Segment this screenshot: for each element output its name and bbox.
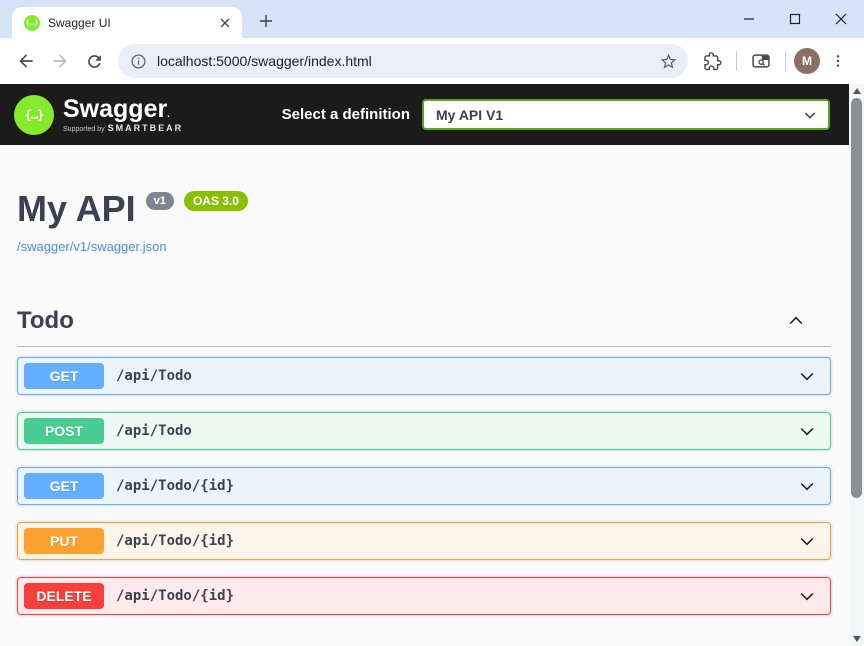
definition-selector: Select a definition My API V1 [282,99,830,130]
window-close-button[interactable] [818,0,864,38]
section-title: Todo [17,307,74,334]
method-badge: PUT [24,528,104,554]
opblock-put-todo-id[interactable]: PUT /api/Todo/{id} [17,522,831,560]
tagline-prefix: Supported by [63,125,105,133]
oas-badge: OAS 3.0 [183,191,248,211]
site-info-icon[interactable] [130,53,147,70]
scrollbar-thumb[interactable] [851,98,862,498]
browser-tab-strip: {…} Swagger UI [0,0,864,38]
browser-toolbar: localhost:5000/swagger/index.html M [0,38,864,84]
address-bar[interactable]: localhost:5000/swagger/index.html [118,44,688,78]
opblock-get-todo-id[interactable]: GET /api/Todo/{id} [17,467,831,505]
menu-kebab-icon[interactable] [822,45,854,77]
todo-section-header[interactable]: Todo [17,307,831,335]
tab-search-icon[interactable] [745,45,777,77]
opblock-delete-todo-id[interactable]: DELETE /api/Todo/{id} [17,577,831,615]
select-definition-label: Select a definition [281,106,410,123]
bookmark-star-icon[interactable] [656,49,680,73]
scroll-down-arrow-icon[interactable] [852,636,861,642]
opblock-get-todo[interactable]: GET /api/Todo [17,357,831,395]
profile-avatar[interactable]: M [794,48,820,74]
swagger-logo-icon: {…} [14,94,54,135]
toolbar-separator [736,51,737,71]
reload-icon[interactable] [78,45,110,77]
new-tab-button[interactable] [252,7,280,35]
page-scrollbar[interactable] [849,84,864,646]
trademark-dot: . [167,108,170,119]
toolbar-separator [785,51,786,71]
back-icon[interactable] [10,45,42,77]
method-badge: POST [24,418,104,444]
opblock-post-todo[interactable]: POST /api/Todo [17,412,831,450]
tagline-brand: SMARTBEAR [107,122,184,133]
operations-list: GET /api/Todo POST /api/Todo GET /api/To… [17,357,831,615]
version-badge: v1 [145,192,174,210]
chevron-down-icon[interactable] [797,586,817,606]
endpoint-path: /api/Todo [116,368,192,384]
brand-text: Swagger [63,94,168,123]
method-badge: GET [24,473,104,499]
scroll-up-arrow-icon[interactable] [852,88,861,94]
selected-definition: My API V1 [436,106,504,123]
endpoint-path: /api/Todo/{id} [116,478,235,494]
swagger-content: My API v1 OAS 3.0 /swagger/v1/swagger.js… [0,145,849,615]
tab-title: Swagger UI [48,15,111,30]
chevron-up-icon[interactable] [786,311,831,331]
minimize-button[interactable] [726,0,772,38]
api-title-row: My API v1 OAS 3.0 [17,188,831,230]
endpoint-path: /api/Todo/{id} [116,533,235,549]
window-controls [726,0,864,38]
chevron-down-icon[interactable] [797,476,817,496]
browser-tab[interactable]: {…} Swagger UI [12,7,242,38]
chevron-down-icon [804,111,816,119]
tab-close-icon[interactable] [216,14,234,32]
forward-icon[interactable] [44,45,76,77]
page-title: My API [17,188,136,229]
url-text[interactable]: localhost:5000/swagger/index.html [157,53,372,69]
method-badge: DELETE [24,583,104,609]
chevron-down-icon[interactable] [797,366,817,386]
definition-select[interactable]: My API V1 [422,99,830,130]
chevron-down-icon[interactable] [797,421,817,441]
extensions-icon[interactable] [696,45,728,77]
chevron-down-icon[interactable] [797,531,817,551]
spec-json-link[interactable]: /swagger/v1/swagger.json [17,239,167,254]
maximize-button[interactable] [772,0,818,38]
section-divider [17,346,831,347]
endpoint-path: /api/Todo/{id} [116,588,235,604]
endpoint-path: /api/Todo [116,423,192,439]
method-badge: GET [24,363,104,389]
swagger-favicon-icon: {…} [24,14,40,31]
